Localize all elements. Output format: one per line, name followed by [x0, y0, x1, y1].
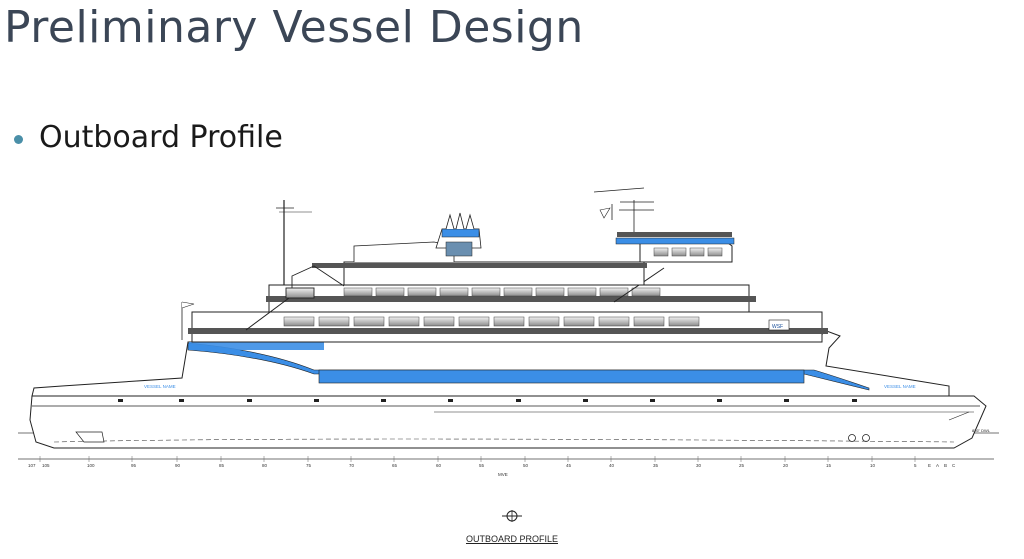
svg-text:70: 70 [349, 463, 355, 468]
svg-text:45: 45 [566, 463, 572, 468]
svg-text:15: 15 [826, 463, 832, 468]
hull [29, 395, 987, 449]
wsf-logo-box [768, 319, 790, 331]
hull-ports [118, 399, 857, 402]
svg-text:90: 90 [175, 463, 181, 468]
fwd-radar-mast [593, 187, 654, 232]
svg-text:10: 10 [870, 463, 876, 468]
svg-text:55: 55 [479, 463, 485, 468]
fwd-flag-icon [599, 207, 611, 219]
vessel-name-label-fwd: VESSEL NAME [884, 384, 916, 389]
davit-crane [285, 265, 345, 299]
aft-flag-icon [181, 301, 195, 309]
svg-text:60: 60 [436, 463, 442, 468]
slide-title: Preliminary Vessel Design [4, 2, 584, 53]
svg-text:30: 30 [696, 463, 702, 468]
lower-passenger-deck [191, 311, 823, 343]
drawing-caption: OUTBOARD PROFILE [0, 527, 1024, 546]
svg-text:75: 75 [306, 463, 312, 468]
waterline-label: 8'-6" DWL [972, 428, 991, 433]
svg-text:50: 50 [523, 463, 529, 468]
funnel-vents [445, 212, 475, 230]
midship-label: MVE [498, 472, 508, 477]
funnel-logo-icon [445, 241, 473, 257]
upper-deck-rail [266, 296, 756, 302]
vessel-name-label-aft: VESSEL NAME [144, 384, 176, 389]
sun-deck-rail [312, 263, 647, 268]
bullet-dot-icon [14, 135, 23, 144]
aft-stairway [245, 297, 290, 331]
svg-text:35: 35 [653, 463, 659, 468]
svg-text:B: B [944, 463, 947, 468]
lower-deck-rail [188, 328, 828, 334]
svg-text:40: 40 [609, 463, 615, 468]
svg-text:5: 5 [914, 463, 917, 468]
svg-text:A: A [936, 463, 939, 468]
section-mark-icon [502, 510, 522, 522]
frame-ticks [39, 456, 916, 462]
wsf-logo-text: WSF [772, 324, 783, 330]
rudder [75, 431, 105, 443]
bullet-text: Outboard Profile [39, 120, 283, 155]
svg-text:100: 100 [87, 463, 95, 468]
hull-blue-stripe [187, 342, 870, 391]
lower-deck-windows [283, 316, 700, 327]
vessel-outboard-profile-drawing: VESSEL NAME VESSEL NAME WSF [18, 187, 999, 477]
svg-text:107: 107 [28, 463, 36, 468]
propeller-icon [848, 434, 856, 442]
bullet-item: Outboard Profile [14, 120, 283, 155]
svg-text:20: 20 [783, 463, 789, 468]
svg-text:25: 25 [739, 463, 745, 468]
frame-numbers: 107 105 100 95 90 85 80 75 70 65 60 55 5… [28, 463, 956, 468]
svg-text:C: C [952, 463, 956, 468]
svg-text:65: 65 [392, 463, 398, 468]
svg-text:E: E [928, 463, 931, 468]
svg-text:95: 95 [131, 463, 137, 468]
caption-text: OUTBOARD PROFILE [465, 534, 558, 544]
svg-text:105: 105 [42, 463, 50, 468]
upper-deck-windows [343, 287, 661, 297]
svg-text:80: 80 [262, 463, 268, 468]
wheelhouse-windows [653, 247, 723, 257]
svg-text:85: 85 [219, 463, 225, 468]
wheelhouse-rail [617, 232, 732, 237]
